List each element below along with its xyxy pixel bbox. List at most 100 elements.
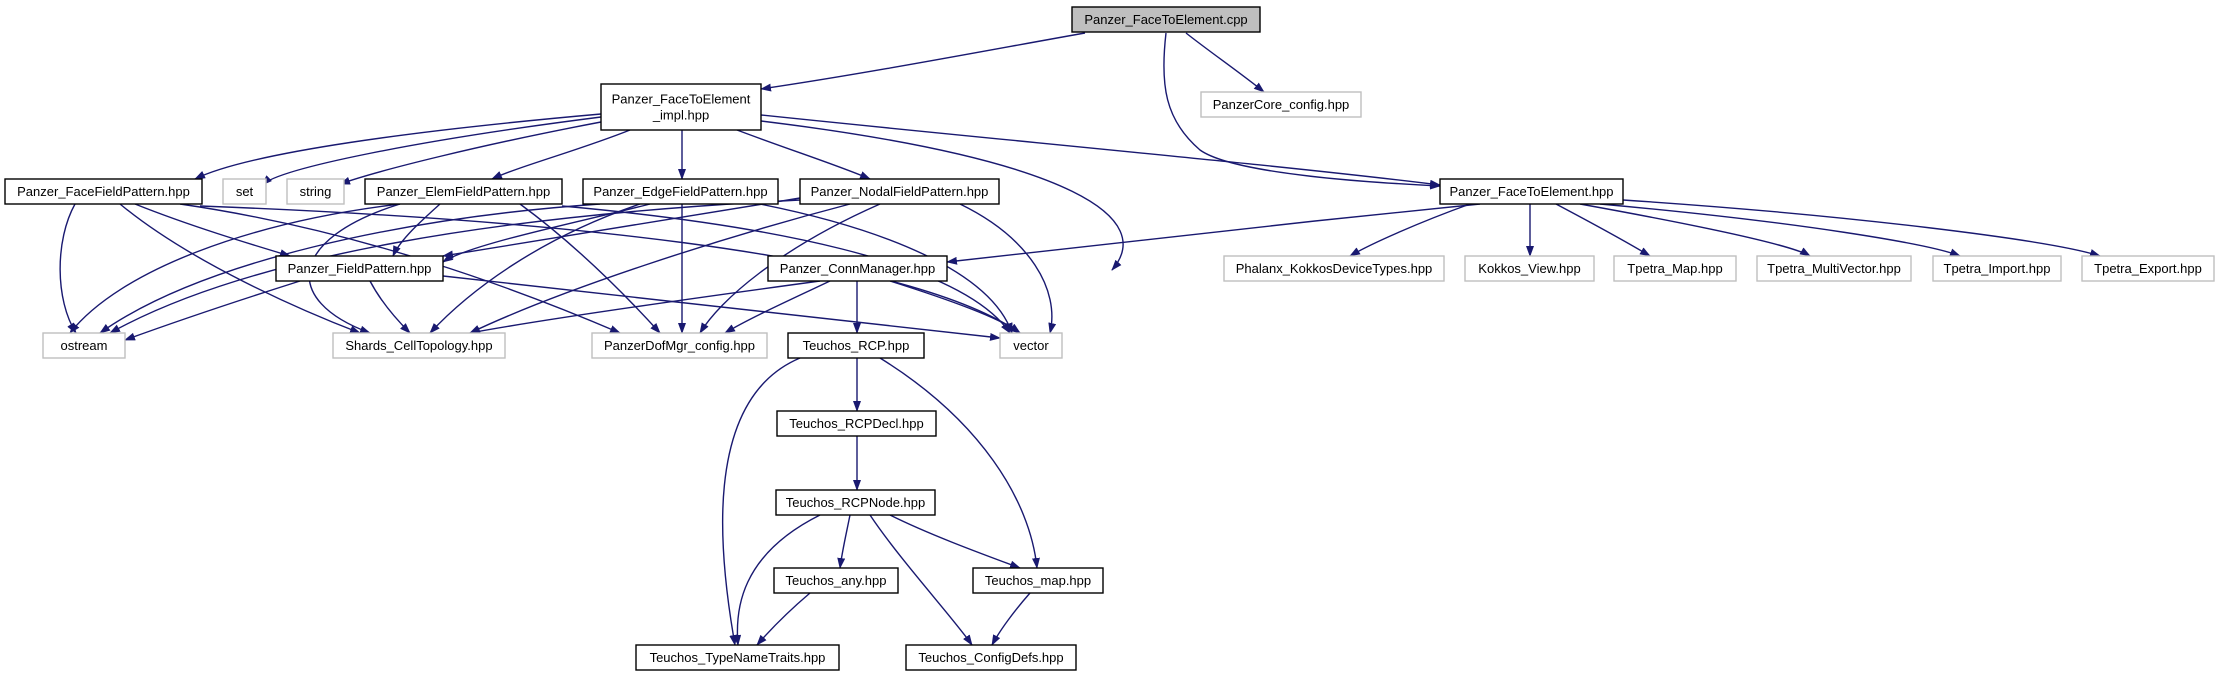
node-box [972,567,1104,594]
node-label: Teuchos_RCP.hpp [803,338,910,353]
node-label: Panzer_FieldPattern.hpp [288,261,432,276]
node-edgefp[interactable]: Panzer_EdgeFieldPattern.hpp [582,178,779,205]
edge-path [889,514,1021,569]
edge-f2e-to-phalanx [1349,203,1471,257]
edge-nodalfp-to-vector [959,203,1057,334]
node-box [4,178,203,205]
edge-path [760,114,1441,188]
node-tmap: Tpetra_Map.hpp [1613,255,1737,282]
node-rcpnode[interactable]: Teuchos_RCPNode.hpp [775,489,936,516]
edge-path [869,514,973,646]
edge-path [1555,203,1651,257]
edge-fp-to-shards [369,280,411,334]
edge-path [109,199,801,334]
edge-path [1599,203,1961,257]
node-label: Panzer_FaceToElement [612,92,751,107]
node-rcp[interactable]: Teuchos_RCP.hpp [787,332,925,359]
edge-path [736,129,871,180]
edge-impl-to-f2e [760,114,1441,188]
node-box [767,255,948,282]
node-box [1071,6,1261,33]
edge-impl-to-facefp [194,113,602,180]
edge-root-to-impl [760,32,1086,92]
node-dofcfg: PanzerDofMgr_config.hpp [591,332,768,359]
node-connmgr[interactable]: Panzer_ConnManager.hpp [767,255,948,282]
node-configdefs[interactable]: Teuchos_ConfigDefs.hpp [905,644,1077,671]
node-box [222,178,267,205]
edge-path [519,203,661,334]
node-box [905,644,1077,671]
edge-rcp-to-typename [721,357,801,646]
edge-path [99,203,601,334]
node-kokkosview: Kokkos_View.hpp [1464,255,1595,282]
node-vector: vector [999,332,1063,359]
edge-root-to-corecfg [1185,32,1265,93]
edge-rcpnode-to-tmapteu [889,514,1021,569]
edge-path [194,113,602,180]
node-label: Panzer_FaceFieldPattern.hpp [17,184,190,199]
node-string: string [286,178,345,205]
edge-connmgr-to-dofcfg [724,280,831,334]
node-label: Teuchos_any.hpp [786,573,887,588]
node-texport: Tpetra_Export.hpp [2081,255,2215,282]
node-any[interactable]: Teuchos_any.hpp [773,567,899,594]
node-label: _impl.hpp [652,108,709,123]
node-box [776,410,937,437]
node-box [42,332,126,359]
edge-path [760,32,1086,92]
node-fp[interactable]: Panzer_FieldPattern.hpp [275,255,444,282]
node-box [286,178,345,205]
node-facefp[interactable]: Panzer_FaceFieldPattern.hpp [4,178,203,205]
node-root[interactable]: Panzer_FaceToElement.cpp [1071,6,1261,33]
edge-elemfp-to-dofcfg [519,203,661,334]
node-set: set [222,178,267,205]
edge-path [369,280,411,334]
edge-path [1579,203,1811,257]
edge-path [442,275,1001,341]
edge-f2e-to-texport [1622,199,2101,257]
node-label: Teuchos_TypeNameTraits.hpp [650,650,826,665]
edge-path [1185,32,1265,93]
node-impl[interactable]: Panzer_FaceToElement_impl.hpp [600,83,762,131]
edge-elemfp-to-fp [392,203,441,257]
edge-impl-to-vector [760,120,1124,271]
node-f2e[interactable]: Panzer_FaceToElement.hpp [1439,178,1624,205]
edge-f2e-to-tmap [1555,203,1651,257]
node-nodalfp[interactable]: Panzer_NodalFieldPattern.hpp [799,178,1000,205]
edge-path [759,203,1013,334]
node-typename[interactable]: Teuchos_TypeNameTraits.hpp [635,644,840,671]
node-box [799,178,1000,205]
node-label: PanzerDofMgr_config.hpp [604,338,755,353]
node-timport: Tpetra_Import.hpp [1932,255,2062,282]
edge-edgefp-to-shards [429,203,641,334]
node-box [1613,255,1737,282]
node-label: Panzer_NodalFieldPattern.hpp [811,184,989,199]
edge-path [756,592,811,646]
edge-path [59,203,77,334]
edge-facefp-to-shards [119,203,361,334]
node-label: Teuchos_map.hpp [985,573,1091,588]
node-elemfp[interactable]: Panzer_ElemFieldPattern.hpp [364,178,563,205]
edge-path [392,203,441,257]
edge-path [889,280,1021,334]
node-phalanx: Phalanx_KokkosDeviceTypes.hpp [1223,255,1445,282]
node-tmapteu[interactable]: Teuchos_map.hpp [972,567,1104,594]
edge-path [724,280,831,334]
node-rcpdecl[interactable]: Teuchos_RCPDecl.hpp [776,410,937,437]
node-label: Panzer_FaceToElement.hpp [1449,184,1613,199]
edge-path [733,514,821,646]
edge-tmapteu-to-configdefs [991,592,1031,646]
edge-path [339,121,602,185]
edge-path [991,592,1031,646]
node-box [332,332,506,359]
edge-edgefp-to-vector [759,203,1013,334]
node-box [1200,91,1362,118]
node-box [2081,255,2215,282]
node-label: Panzer_ElemFieldPattern.hpp [377,184,550,199]
edge-root-to-f2e [1163,32,1441,190]
edge-connmgr-to-vector [889,280,1021,334]
edge-path [69,203,401,334]
edge-fp-to-ostream [124,280,301,341]
node-box [1223,255,1445,282]
